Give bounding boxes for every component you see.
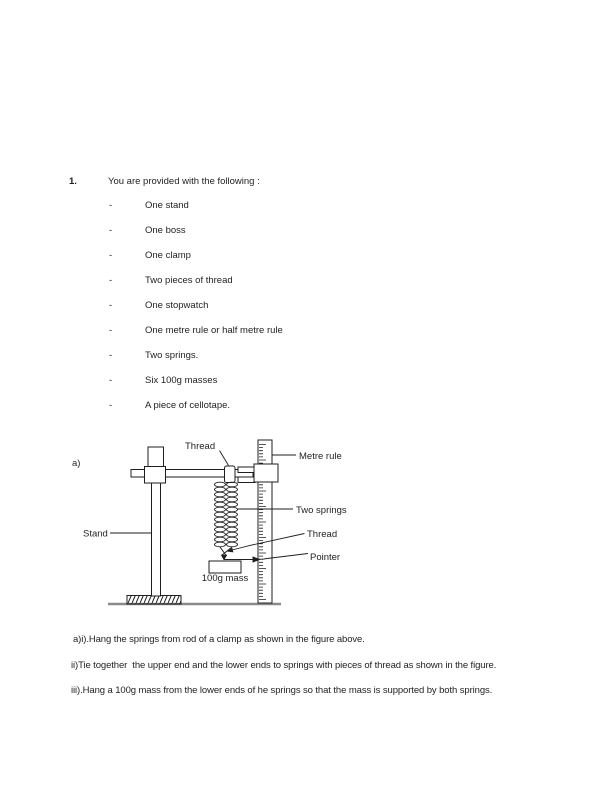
label-thread-top: Thread [185,441,215,452]
equipment-item: One stand [145,200,189,211]
equipment-dash: - [109,200,113,211]
question-number: 1. [69,176,77,187]
instruction-line-1: a)i).Hang the springs from rod of a clam… [73,634,365,645]
equipment-dash: - [109,300,113,311]
equipment-dash: - [109,375,113,386]
pointer-arrow-head [252,556,261,563]
label-metre-rule: Metre rule [299,451,342,462]
rule-clamp-jaw-top [237,466,256,473]
connector-thread-lower-arrow [227,547,234,553]
equipment-item: One stopwatch [145,300,209,311]
figure-part-label: a) [72,458,80,469]
equipment-item: One boss [145,225,186,236]
instruction-line-2: ii)Tie together the upper end and the lo… [71,659,497,671]
spring-right [226,481,238,548]
equipment-dash: - [109,275,113,286]
thread-junction [219,546,233,557]
equipment-item: Two springs. [145,350,199,361]
label-mass: 100g mass [202,573,249,584]
equipment-dash: - [109,250,113,261]
mass-block [208,560,242,574]
stand-pole-cap [147,446,164,468]
equipment-item: One clamp [145,250,191,261]
boss-clamp [144,466,166,484]
rule-clamp-block [253,463,279,483]
question-intro: You are provided with the following : [108,176,260,187]
label-two-springs: Two springs [296,505,347,516]
rule-clamp-jaw-bottom [237,476,256,483]
equipment-dash: - [109,325,113,336]
equipment-item: Two pieces of thread [145,275,233,286]
clamp-rod [130,469,254,478]
connector-pointer [261,553,309,560]
equipment-item: A piece of cellotape. [145,400,231,411]
thread-knob [224,465,236,483]
label-thread-lower: Thread [307,529,337,540]
equipment-item: One metre rule or half metre rule [145,325,283,336]
label-pointer: Pointer [310,552,340,563]
stand-base [126,595,182,605]
label-stand: Stand [83,529,108,540]
instruction-line-3: iii).Hang a 100g mass from the lower end… [71,685,493,696]
equipment-dash: - [109,225,113,236]
connector-thread-top [219,450,229,466]
connector-thread-lower [227,533,305,552]
equipment-item: Six 100g masses [145,375,218,386]
equipment-dash: - [109,400,113,411]
spring-left [214,481,226,548]
junction-arrow [220,554,228,561]
equipment-dash: - [109,350,113,361]
